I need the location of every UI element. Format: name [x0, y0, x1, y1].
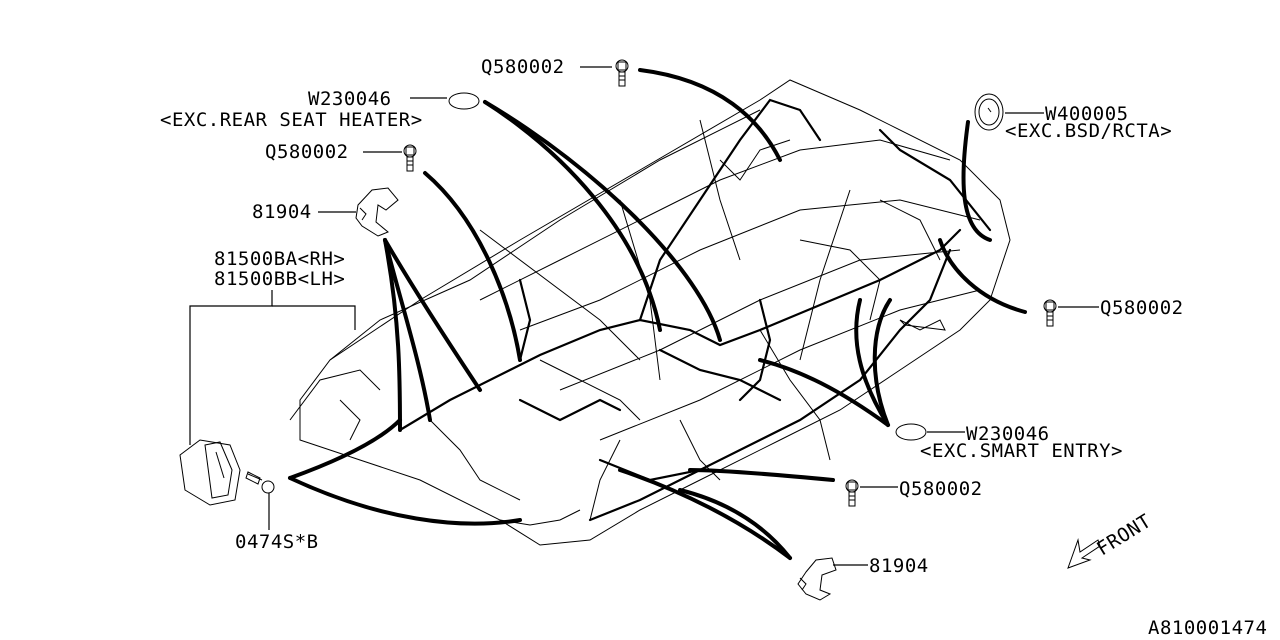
grommet-oval-icon — [448, 92, 480, 110]
connector-bracket-icon — [179, 439, 241, 506]
bolt-icon — [615, 59, 629, 87]
callout-w400005[interactable]: W400005 <EXC.BSD/RCTA> — [974, 93, 1172, 142]
bolt-icon — [403, 144, 417, 172]
front-label: FRONT — [1093, 510, 1155, 560]
callout-q580002-top[interactable]: Q580002 — [481, 56, 629, 87]
bolt-icon — [845, 479, 859, 507]
part-number-label: W230046 — [966, 423, 1050, 445]
callout-81904-upper[interactable]: 81904 — [252, 187, 399, 237]
part-number-label: W400005 — [1045, 103, 1129, 125]
callout-81500ba-bb[interactable]: 81500BA<RH> 81500BB<LH> — [179, 248, 356, 506]
part-number-label: 0474S*B — [235, 531, 319, 553]
part-number-label: 81904 — [869, 555, 929, 577]
part-number-label: 81500BA<RH> — [214, 248, 345, 270]
callout-q580002-lower[interactable]: Q580002 — [845, 478, 983, 507]
floor-body-outline — [289, 79, 1011, 546]
clip-icon — [797, 557, 837, 601]
grommet-oval-icon — [895, 423, 927, 441]
part-note-label: <EXC.SMART ENTRY> — [920, 440, 1123, 462]
part-number-label: Q580002 — [265, 141, 349, 163]
callout-q580002-left[interactable]: Q580002 — [265, 141, 417, 172]
clip-icon — [355, 187, 399, 237]
front-arrow-icon — [1067, 538, 1101, 569]
part-number-label: Q580002 — [1100, 297, 1184, 319]
diagram-id: A810001474 — [1148, 617, 1267, 639]
screw-icon — [245, 471, 275, 494]
callout-q580002-right[interactable]: Q580002 — [1043, 297, 1184, 327]
callout-81904-lower[interactable]: 81904 — [797, 555, 929, 601]
callout-0474s-b[interactable]: 0474S*B — [235, 471, 319, 553]
part-note-label: <EXC.REAR SEAT HEATER> — [160, 109, 423, 131]
part-note-label: <EXC.BSD/RCTA> — [1005, 120, 1172, 142]
part-number-label: 81904 — [252, 201, 312, 223]
part-number-label-lh: 81500BB<LH> — [214, 268, 345, 290]
harness-leader-curves — [288, 68, 1027, 560]
part-number-label: Q580002 — [481, 56, 565, 78]
callout-w230046-rear-seat-heater[interactable]: W230046 <EXC.REAR SEAT HEATER> — [160, 88, 480, 131]
round-grommet-icon — [974, 93, 1004, 131]
callout-w230046-smart-entry[interactable]: W230046 <EXC.SMART ENTRY> — [895, 423, 1123, 462]
bolt-icon — [1043, 299, 1057, 327]
part-number-label: W230046 — [308, 88, 392, 110]
front-direction-indicator: FRONT — [1067, 510, 1155, 569]
part-number-label: Q580002 — [899, 478, 983, 500]
